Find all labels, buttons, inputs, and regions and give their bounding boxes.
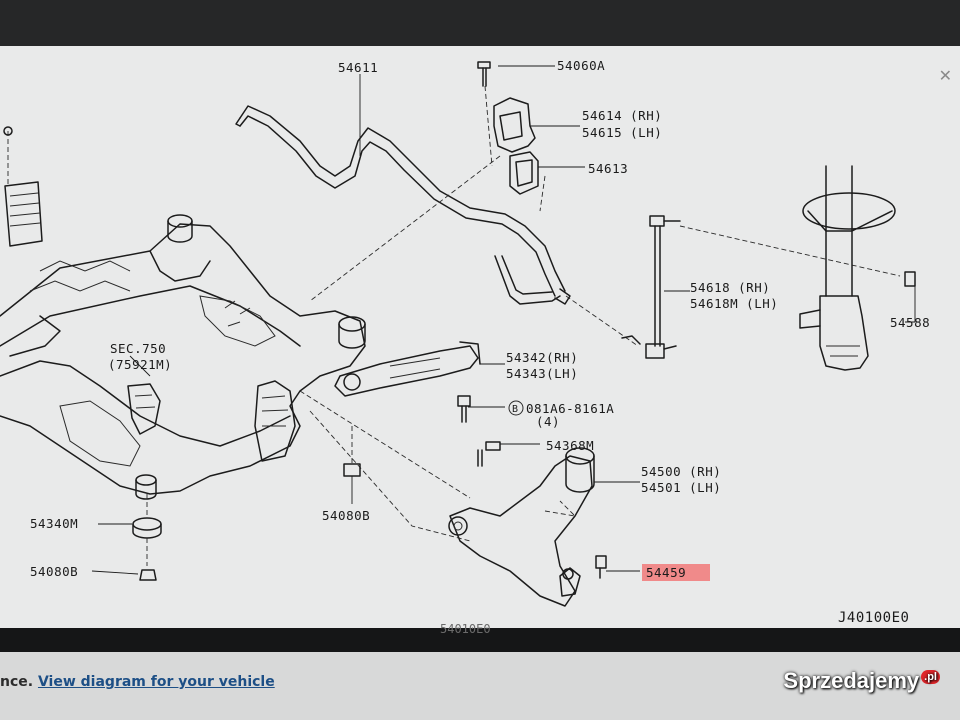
label-54615: 54615 (LH) [582, 125, 662, 140]
label-54618: 54618 (RH) [690, 280, 770, 295]
label-sec-ref: (75921M) [108, 357, 172, 372]
cut-off-label: 54010E0 [440, 622, 491, 636]
front-subframe [0, 126, 366, 500]
stabilizer-bar [235, 105, 571, 305]
close-icon[interactable]: ✕ [938, 66, 952, 85]
strut-assembly [799, 165, 916, 371]
watermark-text: Sprzedajemy [783, 668, 920, 693]
label-54588: 54588 [890, 315, 930, 330]
label-54611: 54611 [338, 60, 378, 75]
highlight-54459 [642, 564, 710, 581]
lower-page-area: 54010E0 [0, 622, 960, 720]
label-54080b-left: 54080B [30, 564, 78, 579]
label-54459: 54459 [646, 565, 686, 580]
label-54343: 54343(LH) [506, 366, 578, 381]
label-54368m: 54368M [546, 438, 594, 453]
label-54080b-mid: 54080B [322, 508, 370, 523]
watermark: Sprzedajemy.pl [783, 668, 940, 694]
suspension-exploded-diagram: 54611 54060A 54614 (RH) 54615 (LH) 54613… [0, 58, 930, 626]
bolt-marker: B [512, 404, 519, 415]
label-bolt-spec: 081A6-8161A [526, 401, 614, 416]
label-54500: 54500 (RH) [641, 464, 721, 479]
stabilizer-link [565, 215, 901, 359]
footer-line: nce. View diagram for your vehicle [0, 674, 275, 690]
label-sec-750: SEC.750 [110, 341, 166, 356]
parts-diagram-screen: 54611 54060A 54614 (RH) 54615 (LH) 54613… [0, 46, 960, 628]
monitor-bezel [0, 0, 960, 46]
lower-control-arm [299, 390, 607, 607]
diagram-code: J40100E0 [838, 610, 909, 626]
link-arm [334, 341, 481, 423]
label-54342: 54342(RH) [506, 350, 578, 365]
bolt-marker-circle [508, 400, 524, 416]
label-54060a: 54060A [557, 58, 605, 73]
label-54340m: 54340M [30, 516, 78, 531]
label-54501: 54501 (LH) [641, 480, 721, 495]
label-54618m: 54618M (LH) [690, 296, 778, 311]
small-hardware [132, 426, 361, 581]
footer-lead-text: nce. [0, 674, 34, 690]
leader-lines [91, 65, 916, 575]
stabilizer-bracket [309, 61, 546, 302]
label-54613: 54613 [588, 161, 628, 176]
label-bolt-qty: (4) [536, 414, 560, 429]
watermark-suffix: .pl [921, 669, 940, 684]
label-54614: 54614 (RH) [582, 108, 662, 123]
view-diagram-link[interactable]: View diagram for your vehicle [37, 674, 275, 690]
